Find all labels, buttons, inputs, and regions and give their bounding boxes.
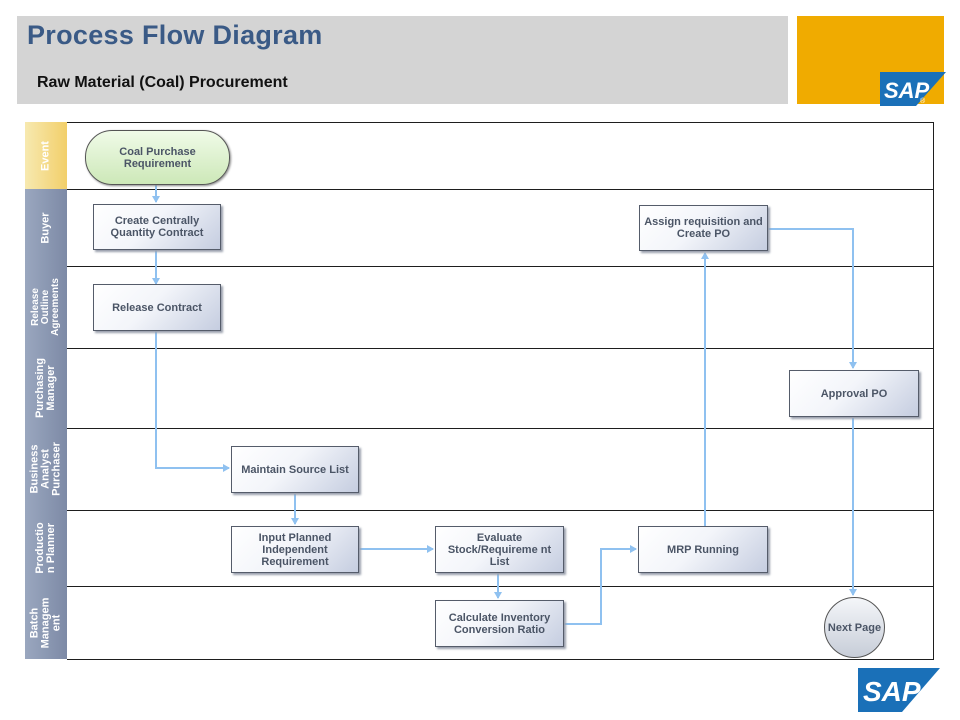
node-coal-purchase-requirement: Coal Purchase Requirement (85, 130, 230, 185)
lane-label-production-planner: Productio n Planner (25, 510, 67, 586)
lane-label-event: Event (25, 122, 67, 189)
lane-label-release: Release Outline Agreements (25, 266, 67, 348)
logo-text-bottom: SAP (863, 676, 921, 707)
node-mrp-running: MRP Running (638, 526, 768, 573)
node-evaluate-stock-list: Evaluate Stock/Requireme nt List (435, 526, 564, 573)
node-next-page[interactable]: Next Page (824, 597, 885, 658)
node-assign-requisition-create-po: Assign requisition and Create PO (639, 205, 768, 251)
header-band (17, 16, 788, 104)
lane-label-business-analyst: Business Analyst Purchaser (25, 428, 67, 510)
lane-row-batch-management (67, 586, 934, 660)
logo-mark: ® (920, 97, 926, 105)
lane-label-batch-management: Batch Managem ent (25, 586, 67, 659)
sap-logo-bottom: SAP ® (858, 668, 940, 712)
node-input-planned-requirement: Input Planned Independent Requirement (231, 526, 359, 573)
node-create-quantity-contract: Create Centrally Quantity Contract (93, 204, 221, 250)
sap-logo-top: SAP ® (880, 72, 946, 106)
page-title: Process Flow Diagram (27, 20, 323, 50)
connector-assign-to-approval (768, 228, 857, 369)
lane-label-buyer: Buyer (25, 189, 67, 266)
node-release-contract: Release Contract (93, 284, 221, 331)
node-approval-po: Approval PO (789, 370, 919, 417)
logo-mark-bottom: ® (909, 701, 915, 710)
lane-label-purchasing-manager: Purchasing Manager (25, 348, 67, 428)
page-subtitle: Raw Material (Coal) Procurement (37, 74, 288, 91)
node-calculate-inventory-ratio: Calculate Inventory Conversion Ratio (435, 600, 564, 647)
connector-calc-to-mrp (564, 545, 637, 625)
logo-text: SAP (884, 78, 930, 103)
connector-release-to-source (155, 331, 230, 472)
node-maintain-source-list: Maintain Source List (231, 446, 359, 493)
